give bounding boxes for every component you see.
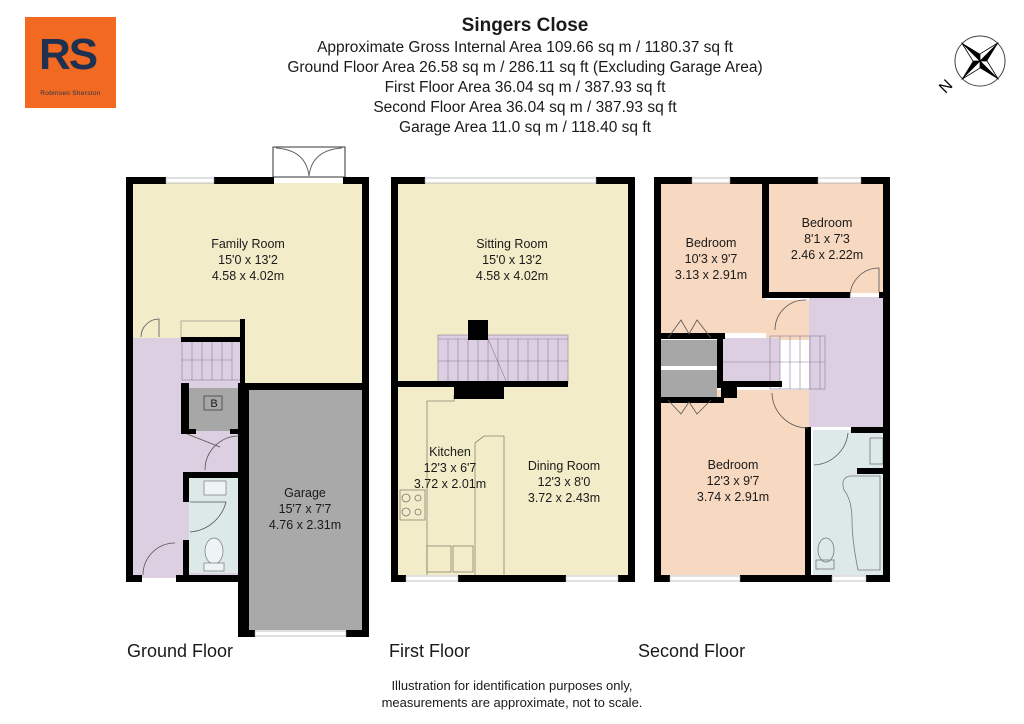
plan-header: Singers Close Approximate Gross Internal… xyxy=(230,14,820,138)
property-title: Singers Close xyxy=(461,15,589,36)
room-label-family-room: Family Room 15'0 x 13'2 4.58 x 4.02m xyxy=(211,237,285,283)
gross-area-line: Approximate Gross Internal Area 109.66 s… xyxy=(317,39,733,56)
second-floor-plan xyxy=(654,177,890,582)
floor-label-first: First Floor xyxy=(389,641,470,661)
first-floor-area-line: First Floor Area 36.04 sq m / 387.93 sq … xyxy=(384,79,666,96)
agency-logo: RS Robinsen Sherston xyxy=(25,17,116,108)
first-floor-plan xyxy=(391,177,635,582)
room-label-bedroom-2: Bedroom 8'1 x 7'3 2.46 x 2.22m xyxy=(790,216,864,262)
garage-area-line: Garage Area 11.0 sq m / 118.40 sq ft xyxy=(399,119,651,136)
ground-floor-area-line: Ground Floor Area 26.58 sq m / 286.11 sq… xyxy=(287,59,763,76)
floor-label-ground: Ground Floor xyxy=(127,641,234,661)
logo-mark: RS xyxy=(39,30,98,79)
room-label-bedroom-1: Bedroom 10'3 x 9'7 3.13 x 2.91m xyxy=(674,236,748,282)
ground-floor-plan xyxy=(126,146,369,637)
compass-rose-icon: N xyxy=(936,35,1006,95)
floor-label-second: Second Floor xyxy=(638,641,746,661)
logo-agency-name: Robinsen Sherston xyxy=(40,90,101,97)
room-label-kitchen: Kitchen 12'3 x 6'7 3.72 x 2.01m xyxy=(413,445,487,491)
second-floor-area-line: Second Floor Area 36.04 sq m / 387.93 sq… xyxy=(373,99,677,116)
boiler-label: B xyxy=(210,398,218,410)
room-label-sitting-room: Sitting Room 15'0 x 13'2 4.58 x 4.02m xyxy=(475,237,549,283)
room-label-garage: Garage 15'7 x 7'7 4.76 x 2.31m xyxy=(268,486,342,532)
room-label-bedroom-3: Bedroom 12'3 x 9'7 3.74 x 2.91m xyxy=(696,458,770,504)
room-label-dining-room: Dining Room 12'3 x 8'0 3.72 x 2.43m xyxy=(527,459,601,505)
disclaimer: Illustration for identification purposes… xyxy=(381,678,643,710)
